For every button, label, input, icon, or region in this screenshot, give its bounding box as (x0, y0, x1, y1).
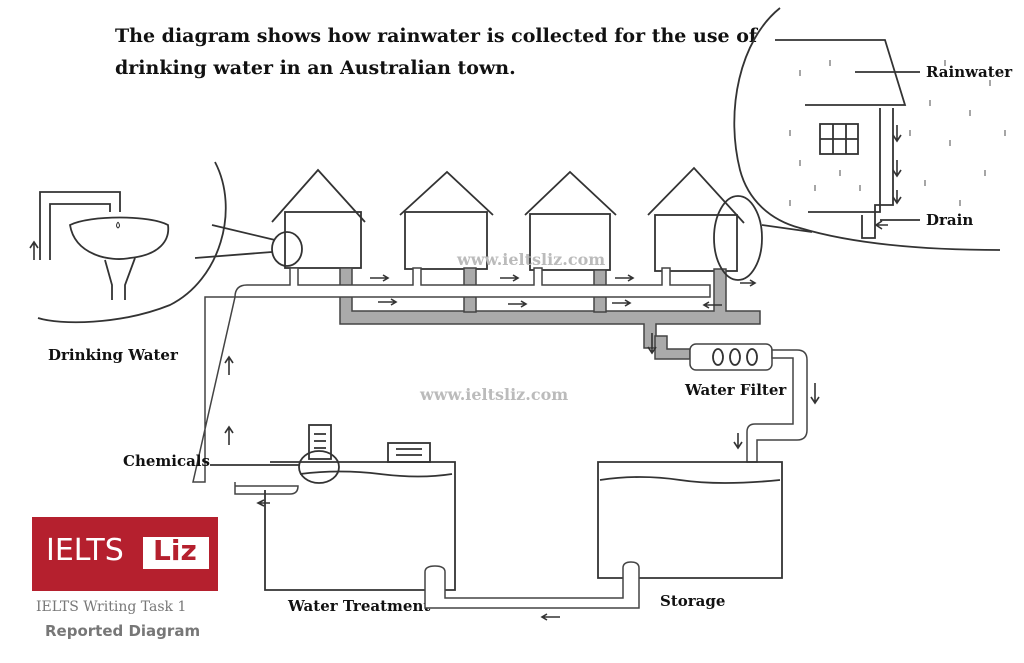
watermark-1: www.ieltsliz.com (456, 250, 605, 269)
footer-type: Reported Diagram (45, 622, 201, 640)
label-drain: Drain (926, 211, 973, 229)
water-filter (689, 343, 808, 463)
drinking-water-detail-bubble (29, 161, 813, 324)
logo-liz-box: Liz (143, 534, 209, 569)
watermark-2: www.ieltsliz.com (419, 385, 568, 404)
rain-drops (789, 60, 1006, 206)
logo-liz-text: Liz (153, 534, 197, 567)
connecting-pipe (424, 561, 640, 609)
title-line-2: drinking water in an Australian town. (115, 57, 516, 79)
highlight-tap (271, 231, 303, 267)
treatment-tank (210, 424, 456, 591)
label-chemicals: Chemicals (123, 452, 210, 470)
label-water-filter: Water Filter (684, 381, 787, 399)
house-2 (399, 170, 494, 270)
title-line-1: The diagram shows how rainwater is colle… (115, 25, 759, 47)
house-4 (647, 166, 745, 272)
house-1 (271, 168, 366, 269)
ielts-liz-logo: IELTS Liz (32, 517, 218, 591)
label-storage: Storage (660, 592, 725, 610)
storage-tank (597, 461, 783, 579)
supply-pipe (192, 267, 711, 495)
label-rainwater: Rainwater (926, 63, 1013, 81)
label-water-treatment: Water Treatment (287, 597, 430, 615)
rainwater-detail-bubble (733, 7, 1006, 251)
houses (271, 166, 745, 272)
label-drinking-water: Drinking Water (48, 346, 179, 364)
logo-ielts-text: IELTS (46, 533, 124, 568)
footer-task: IELTS Writing Task 1 (36, 599, 187, 615)
house-3 (524, 170, 617, 271)
highlight-gutter (713, 195, 763, 281)
